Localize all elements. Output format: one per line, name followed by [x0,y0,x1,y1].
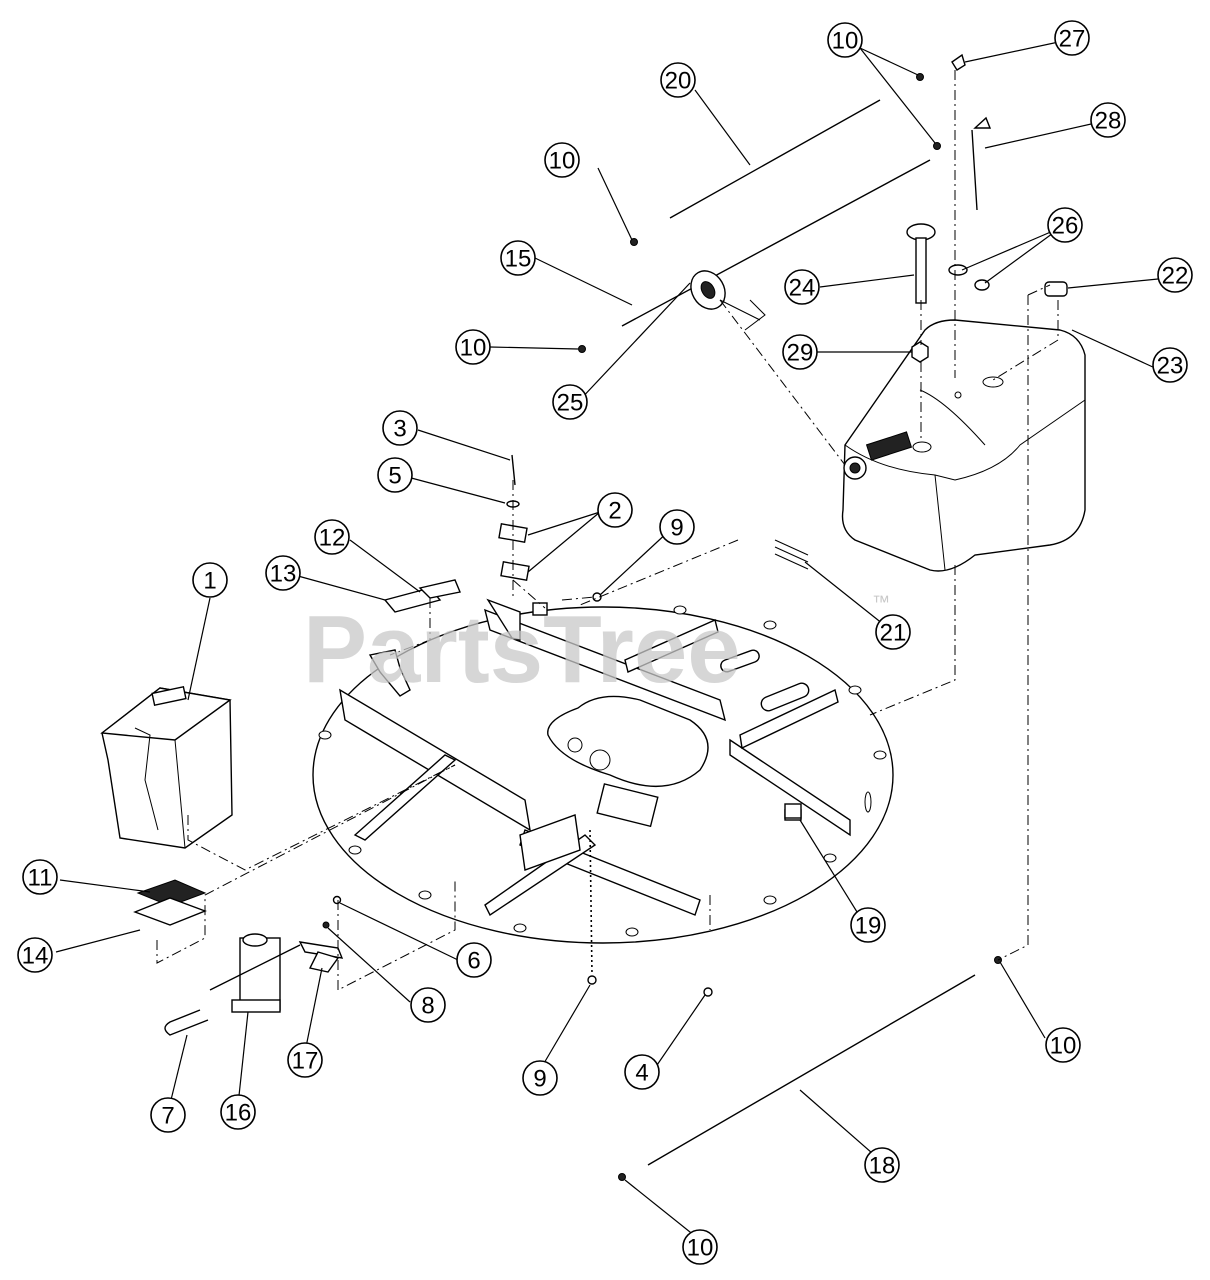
callout-25: 25 [552,384,588,420]
callout-24-label: 24 [789,275,816,302]
callout-22-label: 22 [1162,263,1189,290]
watermark-trademark: ™ [872,592,890,612]
callout-23-label: 23 [1157,353,1184,380]
callout-21-label: 21 [880,620,907,647]
callout-3: 3 [382,410,418,446]
fuel-tank [841,319,1086,572]
callout-29: 29 [782,334,818,370]
callout-6: 6 [456,942,492,978]
callout-27-label: 27 [1059,26,1086,53]
callout-12: 12 [314,519,350,555]
callouts: 1 2 3 4 5 6 7 8 9 9 10 10 10 10 10 11 12… [17,20,1193,1265]
callout-22: 22 [1157,257,1193,293]
callout-28: 28 [1090,102,1126,138]
callout-5-label: 5 [388,463,401,490]
battery-box [100,685,233,849]
callout-20-label: 20 [665,68,692,95]
callout-25-label: 25 [557,390,584,417]
callout-26: 26 [1047,207,1083,243]
callout-10b-label: 10 [460,335,487,362]
callout-17-label: 17 [292,1048,319,1075]
callout-13: 13 [265,555,301,591]
callout-11-label: 11 [28,865,53,892]
callout-24: 24 [784,269,820,305]
callout-10c-label: 10 [832,28,859,55]
callout-26-label: 26 [1052,213,1079,240]
callout-16-label: 16 [225,1100,252,1127]
callout-8-label: 8 [421,993,434,1020]
callout-8: 8 [410,987,446,1023]
partstree-watermark: PartsTree ™ [303,592,890,703]
callout-9a: 9 [659,509,695,545]
callout-21: 21 [875,614,911,650]
callout-3-label: 3 [393,416,406,443]
callout-10d-label: 10 [1050,1033,1077,1060]
callout-7: 7 [150,1097,186,1133]
callout-11: 11 [22,859,58,895]
callout-10e: 10 [682,1229,718,1265]
callout-27: 27 [1054,20,1090,56]
callout-29-label: 29 [787,340,814,367]
callout-9a-label: 9 [670,515,683,542]
callout-10a-label: 10 [549,148,576,175]
callout-1: 1 [192,562,228,598]
callout-16: 16 [220,1094,256,1130]
callout-6-label: 6 [467,948,480,975]
callout-18-label: 18 [869,1153,896,1180]
callout-2-label: 2 [608,498,621,525]
callout-17: 17 [287,1042,323,1078]
callout-1-label: 1 [203,568,216,595]
callout-14: 14 [17,937,53,973]
callout-15: 15 [500,240,536,276]
callout-23: 23 [1152,347,1188,383]
callout-20: 20 [660,62,696,98]
callout-2: 2 [597,492,633,528]
callout-9b-label: 9 [533,1066,546,1093]
decal-21 [774,539,809,570]
callout-10b: 10 [455,329,491,365]
assembly-lines [156,70,1059,991]
callout-7-label: 7 [161,1103,174,1130]
callout-15-label: 15 [505,246,532,273]
callout-10d: 10 [1045,1027,1081,1063]
small-parts [133,53,1068,1181]
callout-10c: 10 [827,22,863,58]
callout-14-label: 14 [22,943,49,970]
callout-5: 5 [377,457,413,493]
callout-4-label: 4 [635,1060,648,1087]
callout-28-label: 28 [1095,108,1122,135]
callout-13-label: 13 [270,561,297,588]
callout-4: 4 [624,1054,660,1090]
callout-12-label: 12 [319,525,346,552]
callout-leaders [55,39,1169,1241]
callout-10e-label: 10 [687,1235,714,1262]
callout-9b: 9 [522,1060,558,1096]
deck-plate [312,605,894,944]
callout-19: 19 [850,907,886,943]
callout-18: 18 [864,1147,900,1183]
callout-19-label: 19 [855,913,882,940]
callout-10a: 10 [544,142,580,178]
watermark-text: PartsTree [303,596,741,703]
